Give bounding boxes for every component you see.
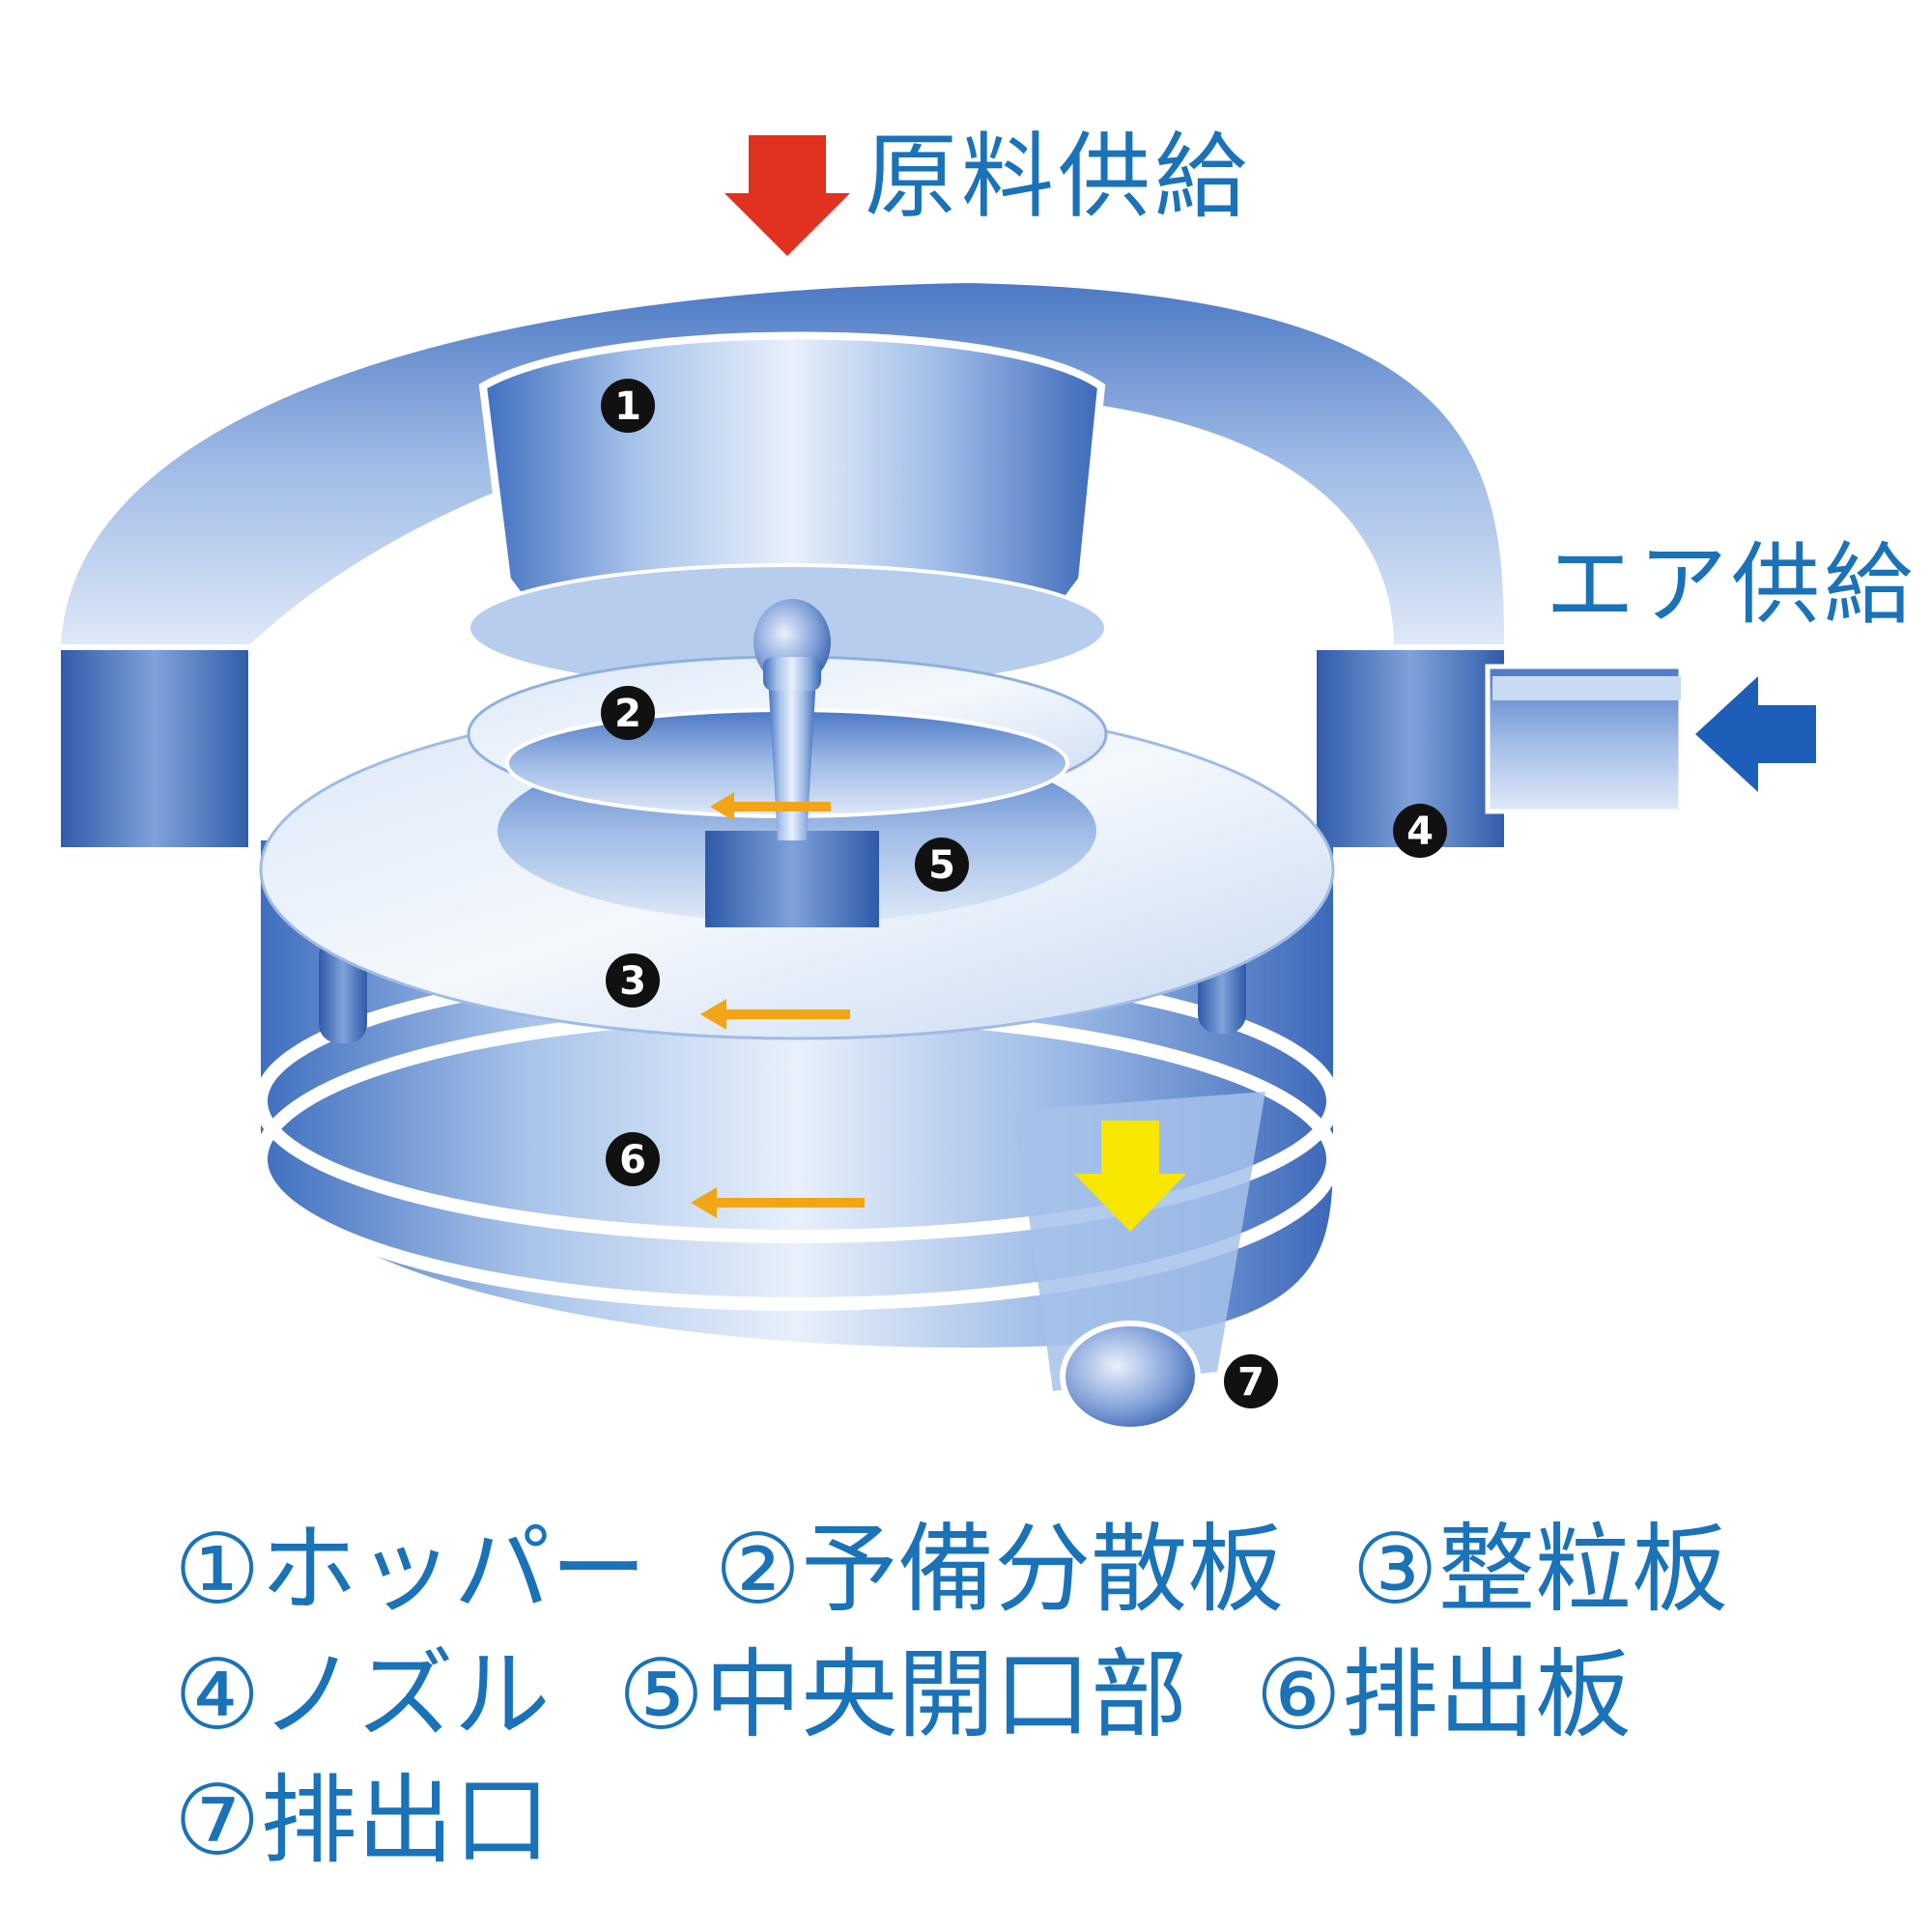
legend-line-3: ⑦排出口 (174, 1773, 618, 1869)
central-post (705, 599, 879, 927)
outlet-arrow (1074, 1121, 1186, 1232)
marker-hopper: 1 (601, 379, 655, 433)
flow-arrow-classifying (700, 999, 850, 1030)
legend-item-classifying-plate: ③整粒板 (1351, 1513, 1728, 1626)
marker-6-label: 6 (619, 1138, 646, 1182)
marker-3-label: 3 (619, 959, 646, 1004)
marker-discharge-plate: 6 (606, 1132, 660, 1186)
flow-arrow-predispersion (710, 792, 831, 821)
marker-2-label: 2 (614, 692, 641, 736)
legend-item-discharge-plate: ⑥排出板 (1255, 1638, 1632, 1751)
legend-item-predispersion-plate: ②予備分散板 (714, 1513, 1285, 1626)
marker-1-label: 1 (614, 384, 641, 429)
marker-7-label: 7 (1237, 1360, 1264, 1405)
outer-shell (54, 276, 1511, 853)
feed-arrow (724, 135, 850, 256)
marker-central-opening: 5 (915, 838, 969, 892)
air-label: エア供給 (1546, 533, 1918, 637)
marker-outlet: 7 (1224, 1354, 1278, 1408)
flow-arrows (691, 792, 865, 1218)
legend-item-nozzle: ④ノズル (174, 1638, 551, 1751)
outlet-pipe (1014, 1092, 1265, 1433)
marker-predispersion: 2 (601, 686, 655, 740)
air-inlet-pipe (1485, 664, 1684, 814)
legend-item-central-opening: ⑤中央開口部 (617, 1638, 1188, 1751)
feed-label: 原料供給 (865, 123, 1251, 231)
marker-nozzle: 4 (1393, 804, 1447, 858)
air-arrow (1695, 676, 1816, 792)
legend-item-outlet: ⑦排出口 (174, 1764, 551, 1877)
flow-arrow-discharge (691, 1187, 865, 1218)
marker-4-label: 4 (1406, 810, 1434, 854)
marker-5-label: 5 (928, 843, 955, 888)
marker-classifying: 3 (606, 953, 660, 1008)
legend-item-hopper: ①ホッパー (174, 1513, 647, 1626)
